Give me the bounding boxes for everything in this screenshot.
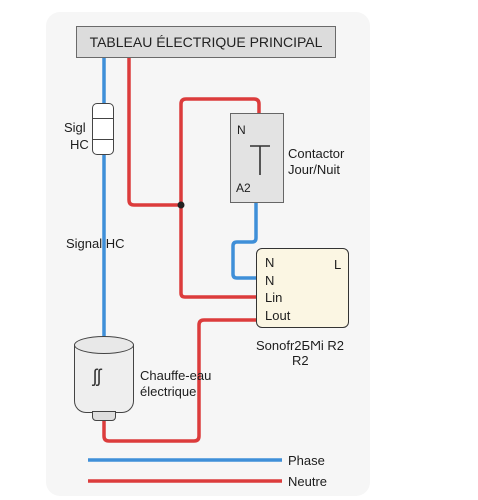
contactor-label-line2: Jour/Nuit (288, 162, 341, 177)
contactor-box: N A2 (230, 113, 284, 203)
red-wire-panel-contactor (127, 58, 261, 207)
signal-label: Signal HC (66, 236, 125, 251)
legend-label-phase: Phase (288, 453, 325, 468)
fuse-icon (92, 103, 114, 155)
red-wire-junction-sonoff (179, 205, 258, 299)
sonoff-box: N N Lin Lout L (256, 248, 349, 328)
switch-symbol-icon (249, 144, 270, 175)
contactor-label-line1: Contactor (288, 146, 345, 161)
water-heater-foot (92, 411, 116, 421)
fuse-label-line2: HC (70, 137, 89, 152)
sonoff-label-line1: Sonofr2ƂϺi R2 (256, 338, 345, 353)
main-panel: TABLEAU ÉLECTRIQUE PRINCIPAL (76, 26, 336, 58)
fuse-label-line1: Sigl (64, 120, 86, 135)
contactor-terminal-n: N (237, 123, 246, 137)
sonoff-terminal-n2: N (265, 273, 275, 288)
water-heater-body (74, 345, 134, 413)
heater-label-line2: électrique (140, 384, 197, 399)
contactor-terminal-a2: A2 (236, 181, 251, 195)
legend-label-neutre: Neutre (288, 474, 328, 489)
heater-label-line1: Chauffe-eau (140, 368, 212, 383)
sonoff-terminal-lout: Lout (265, 308, 291, 323)
water-heater-top (74, 336, 134, 354)
junction-dot (177, 201, 185, 209)
fuse-band (92, 118, 114, 140)
sonoff-terminal-lin: Lin (265, 290, 283, 305)
steam-icon: ʃʃ (93, 366, 101, 386)
main-panel-title: TABLEAU ÉLECTRIQUE PRINCIPAL (89, 34, 323, 50)
sonoff-terminal-l: L (334, 257, 342, 272)
sonoff-terminal-n1: N (265, 255, 275, 270)
sonoff-label-line2: R2 (292, 353, 309, 368)
blue-wire-contactor-sonoff (231, 203, 258, 280)
red-wire-sonoff-heater (102, 318, 258, 443)
